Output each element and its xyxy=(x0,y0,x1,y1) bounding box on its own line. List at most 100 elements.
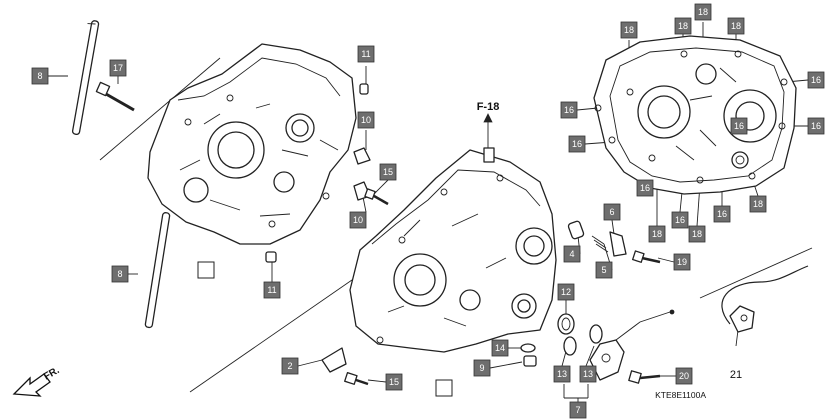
left-crankcase xyxy=(147,43,357,245)
front-direction-label: FR. xyxy=(42,365,62,383)
callout-label: 12 xyxy=(561,287,571,297)
callout-8-lower: 8 xyxy=(111,265,129,283)
callout-10-lower: 10 xyxy=(349,211,367,229)
callout-label: 18 xyxy=(698,7,708,17)
callout-10-upper: 10 xyxy=(357,111,375,129)
callout-label: 19 xyxy=(677,257,687,267)
callout-label: 7 xyxy=(575,405,580,415)
figure-reference-label: F-18 xyxy=(477,101,500,113)
bracket-2 xyxy=(321,347,347,373)
callout-label: 20 xyxy=(679,371,689,381)
bolt-15-upper xyxy=(364,188,389,206)
callout-18-a: 18 xyxy=(620,21,638,39)
bolt-19 xyxy=(632,250,661,264)
callout-9: 9 xyxy=(473,359,491,377)
empty-reference-box-center xyxy=(435,379,453,397)
callout-16-a: 16 xyxy=(807,71,825,89)
stud-lower xyxy=(144,212,171,329)
callout-label: 18 xyxy=(692,229,702,239)
callout-label: 16 xyxy=(811,121,821,131)
callout-16-e: 16 xyxy=(636,179,654,197)
callout-18-g: 18 xyxy=(749,195,767,213)
callout-label: 18 xyxy=(753,199,763,209)
callout-12: 12 xyxy=(557,283,575,301)
figure-reference-arrow xyxy=(483,113,493,123)
bolt-15-lower xyxy=(344,372,369,386)
callout-label: 2 xyxy=(287,361,292,371)
callout-label: 16 xyxy=(811,75,821,85)
callout-label: 15 xyxy=(389,377,399,387)
callout-label: 13 xyxy=(583,369,593,379)
empty-reference-box-left xyxy=(197,261,215,279)
callout-18-e: 18 xyxy=(648,225,666,243)
callout-label: 16 xyxy=(572,139,582,149)
callout-18-b: 18 xyxy=(674,17,692,35)
callout-label: 14 xyxy=(495,343,505,353)
front-arrow-icon xyxy=(12,373,51,397)
callout-16-h: 16 xyxy=(730,117,748,135)
oil-seal-12 xyxy=(557,313,575,335)
callout-label: 17 xyxy=(113,63,123,73)
callout-label: 6 xyxy=(609,207,614,217)
bolt-17 xyxy=(95,81,135,112)
wire-harness-21 xyxy=(721,265,809,333)
callout-13-left: 13 xyxy=(553,365,571,383)
callout-label: 10 xyxy=(361,115,371,125)
callout-label: 16 xyxy=(564,105,574,115)
callout-label: 11 xyxy=(361,49,370,59)
callout-15-lower: 15 xyxy=(385,373,403,391)
callout-label: 4 xyxy=(569,249,574,259)
callout-label: 13 xyxy=(557,369,567,379)
callout-label: 8 xyxy=(117,269,122,279)
callout-label: 11 xyxy=(267,285,276,295)
callout-label: 18 xyxy=(624,25,634,35)
bolt-20 xyxy=(628,370,661,384)
switch-assembly-7 xyxy=(589,309,675,381)
callout-label: 16 xyxy=(717,209,727,219)
callout-label: 10 xyxy=(353,215,363,225)
dowel-pin-upper xyxy=(359,83,369,95)
callout-label: 5 xyxy=(601,265,606,275)
washer-14 xyxy=(520,343,536,353)
callout-18-f: 18 xyxy=(688,225,706,243)
o-ring-13a xyxy=(563,336,577,356)
callout-15-upper: 15 xyxy=(379,163,397,181)
callout-label: 15 xyxy=(383,167,393,177)
callout-16-g: 16 xyxy=(713,205,731,223)
callout-label: 16 xyxy=(734,121,744,131)
callout-8-upper: 8 xyxy=(31,67,49,85)
callout-18-c: 18 xyxy=(694,3,712,21)
callout-16-c: 16 xyxy=(807,117,825,135)
stud-upper xyxy=(71,20,100,136)
callout-label: 18 xyxy=(678,21,688,31)
callout-5: 5 xyxy=(595,261,613,279)
callout-label: 9 xyxy=(479,363,484,373)
callout-label: 18 xyxy=(731,21,741,31)
o-ring-13b xyxy=(589,324,603,344)
bracket-upper xyxy=(353,147,371,165)
diagram-code: KTE8E1100A xyxy=(655,390,706,400)
callout-label: 16 xyxy=(640,183,650,193)
callout-11-lower: 11 xyxy=(263,281,281,299)
callout-16-b: 16 xyxy=(560,101,578,119)
right-crankcase xyxy=(593,35,797,195)
center-crankcase xyxy=(349,147,557,353)
callout-16-d: 16 xyxy=(568,135,586,153)
plug-9 xyxy=(523,355,537,367)
callout-20: 20 xyxy=(675,367,693,385)
callout-19: 19 xyxy=(673,253,691,271)
part-6 xyxy=(609,231,627,257)
callout-6: 6 xyxy=(603,203,621,221)
spring-5 xyxy=(591,235,609,253)
callout-11-upper: 11 xyxy=(357,45,375,63)
callout-label: 16 xyxy=(675,215,685,225)
callout-14: 14 xyxy=(491,339,509,357)
part-label-21: 21 xyxy=(730,369,742,381)
callout-17: 17 xyxy=(109,59,127,77)
callout-label: 18 xyxy=(652,229,662,239)
callout-13-right: 13 xyxy=(579,365,597,383)
callout-4: 4 xyxy=(563,245,581,263)
front-direction-indicator: FR. xyxy=(12,365,62,397)
callout-18-d: 18 xyxy=(727,17,745,35)
